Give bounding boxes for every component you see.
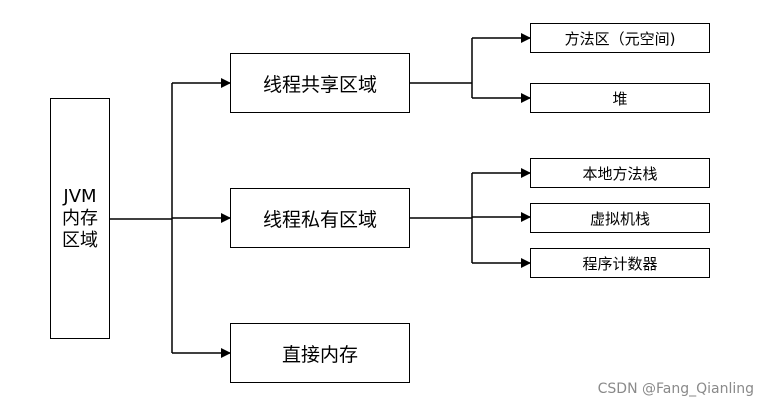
vm-stack-box: 虚拟机栈 (530, 203, 710, 233)
direct-memory-box: 直接内存 (230, 323, 410, 383)
thread-private-region-box: 线程私有区域 (230, 188, 410, 248)
jvm-memory-root-box: JVM 内存 区域 (50, 98, 110, 339)
watermark: CSDN @Fang_Qianling (597, 381, 754, 397)
native-method-stack-box: 本地方法栈 (530, 158, 710, 188)
heap-box: 堆 (530, 83, 710, 113)
method-area-box: 方法区（元空间) (530, 23, 710, 53)
thread-shared-region-box: 线程共享区域 (230, 53, 410, 113)
program-counter-box: 程序计数器 (530, 248, 710, 278)
